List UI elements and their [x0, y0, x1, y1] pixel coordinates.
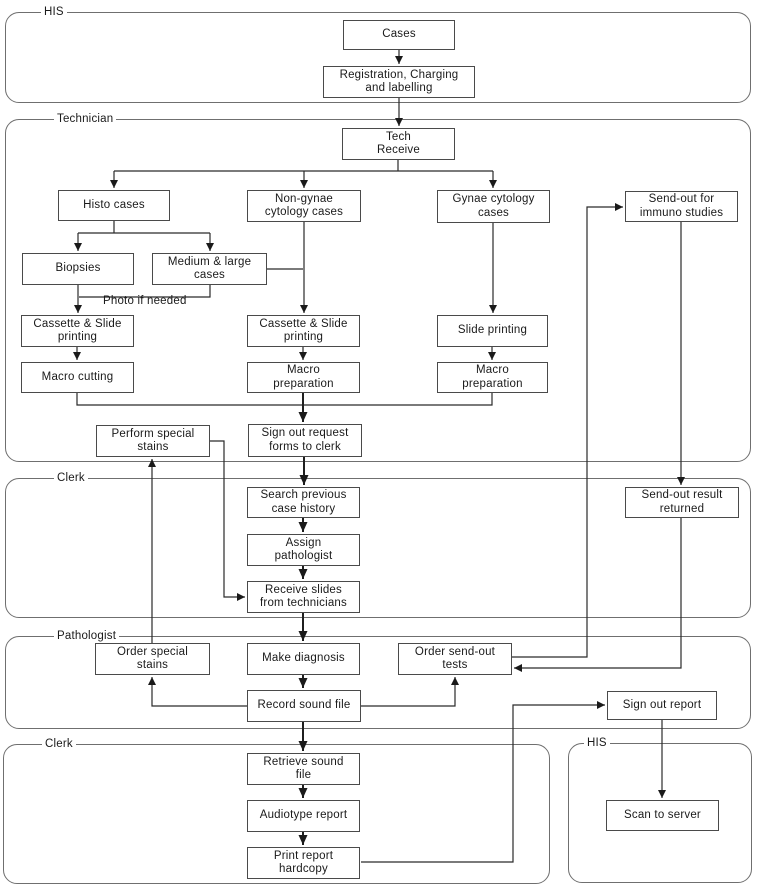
node-print-report-hardcopy-label: Print report hardcopy [273, 849, 334, 876]
node-audiotype-report: Audiotype report [247, 800, 360, 832]
lane-clerk-upper-label: Clerk [54, 470, 88, 486]
node-tech-receive-label: Tech Receive [377, 130, 420, 157]
node-cases: Cases [343, 20, 455, 50]
node-receive-slides: Receive slides from technicians [247, 581, 360, 613]
node-send-out-immuno-label: Send-out for immuno studies [639, 193, 724, 219]
node-medium-large-label: Medium & large cases [167, 255, 252, 282]
node-gynae-cytology: Gynae cytology cases [437, 190, 550, 223]
node-macro-cutting-label: Macro cutting [41, 370, 114, 383]
node-search-history-label: Search previous case history [260, 489, 347, 515]
lane-pathologist-label: Pathologist [54, 628, 120, 644]
node-perform-special-stains: Perform special stains [96, 425, 210, 457]
node-macro-preparation-cytology: Macro preparation [247, 362, 360, 393]
node-macro-preparation-gynae: Macro preparation [437, 362, 548, 393]
node-slide-printing: Slide printing [437, 315, 548, 347]
lane-his-top: HIS [5, 4, 751, 103]
node-assign-pathologist-label: Assign pathologist [274, 536, 333, 563]
node-sign-out-request: Sign out request forms to clerk [248, 424, 362, 457]
node-record-sound-file-label: Record sound file [257, 699, 351, 712]
node-medium-large: Medium & large cases [152, 253, 267, 285]
node-send-out-result-label: Send-out result returned [641, 489, 723, 515]
node-macro-cutting: Macro cutting [21, 362, 134, 393]
node-audiotype-report-label: Audiotype report [259, 809, 348, 822]
node-cassette-slide-cytology-label: Cassette & Slide printing [259, 317, 348, 344]
node-histo-cases-label: Histo cases [83, 198, 145, 211]
node-make-diagnosis: Make diagnosis [247, 643, 360, 675]
node-send-out-result: Send-out result returned [625, 487, 739, 518]
node-scan-to-server-label: Scan to server [624, 808, 701, 821]
node-sign-out-report: Sign out report [607, 691, 717, 720]
node-retrieve-sound-file-label: Retrieve sound file [263, 755, 344, 782]
node-non-gynae-cytology-label: Non-gynae cytology cases [264, 192, 344, 219]
node-sign-out-request-label: Sign out request forms to clerk [261, 427, 349, 453]
node-record-sound-file: Record sound file [247, 690, 361, 722]
node-macro-preparation-cytology-label: Macro preparation [273, 364, 334, 390]
node-cases-label: Cases [382, 28, 416, 41]
node-print-report-hardcopy: Print report hardcopy [247, 847, 360, 879]
lane-his-bottom-label: HIS [584, 735, 610, 751]
node-assign-pathologist: Assign pathologist [247, 534, 360, 566]
lane-his-top-label: HIS [41, 4, 67, 20]
node-make-diagnosis-label: Make diagnosis [262, 652, 345, 665]
node-order-send-out-tests-label: Order send-out tests [414, 645, 496, 672]
node-tech-receive: Tech Receive [342, 128, 455, 160]
node-cassette-slide-cytology: Cassette & Slide printing [247, 315, 360, 347]
lane-technician-label: Technician [54, 111, 117, 127]
node-order-send-out-tests: Order send-out tests [398, 643, 512, 675]
node-search-history: Search previous case history [247, 487, 360, 518]
lane-technician: Technician [5, 111, 751, 462]
node-cassette-slide-histo: Cassette & Slide printing [21, 315, 134, 347]
node-send-out-immuno: Send-out for immuno studies [625, 191, 738, 222]
node-slide-printing-label: Slide printing [457, 324, 528, 337]
node-biopsies: Biopsies [22, 253, 134, 285]
node-receive-slides-label: Receive slides from technicians [260, 583, 347, 610]
node-non-gynae-cytology: Non-gynae cytology cases [247, 190, 361, 222]
lane-clerk-upper: Clerk [5, 470, 751, 618]
node-gynae-cytology-label: Gynae cytology cases [452, 193, 535, 219]
node-cassette-slide-histo-label: Cassette & Slide printing [33, 317, 122, 344]
node-registration: Registration, Charging and labelling [323, 66, 475, 98]
node-biopsies-label: Biopsies [55, 262, 101, 275]
node-order-special-stains: Order special stains [95, 643, 210, 675]
node-macro-preparation-gynae-label: Macro preparation [462, 364, 523, 390]
node-sign-out-report-label: Sign out report [622, 698, 702, 711]
node-histo-cases: Histo cases [58, 190, 170, 221]
node-retrieve-sound-file: Retrieve sound file [247, 753, 360, 785]
photo-if-needed-note: Photo if needed [103, 295, 187, 307]
lane-clerk-lower-label: Clerk [42, 736, 76, 752]
node-registration-label: Registration, Charging and labelling [339, 68, 459, 95]
node-order-special-stains-label: Order special stains [117, 645, 188, 672]
node-perform-special-stains-label: Perform special stains [111, 427, 195, 454]
node-scan-to-server: Scan to server [606, 800, 719, 831]
